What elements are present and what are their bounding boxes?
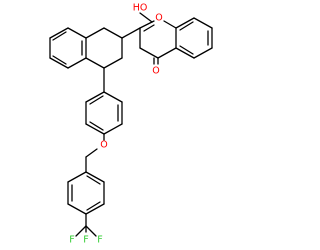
bond	[179, 45, 194, 55]
bond	[75, 225, 87, 237]
coumarin-benzo-ring	[175, 17, 213, 59]
bond	[85, 123, 105, 135]
bond	[85, 171, 105, 183]
ether-oxygen-label: O	[100, 140, 107, 151]
tetralin-saturated-ring	[85, 27, 123, 69]
bond	[103, 91, 123, 103]
bond	[67, 57, 87, 69]
bond	[49, 57, 69, 69]
bond	[143, 24, 155, 32]
bond	[103, 57, 123, 69]
bond	[52, 31, 67, 41]
bond	[175, 47, 195, 59]
bond	[193, 47, 213, 59]
bond	[52, 55, 67, 65]
bond	[85, 203, 105, 215]
bond	[85, 148, 98, 158]
bond	[103, 27, 123, 39]
fluorine-label-right: F	[97, 235, 102, 246]
bond	[85, 27, 105, 39]
molecule-canvas: HO O O O F F F	[49, 3, 213, 246]
bond	[175, 17, 195, 29]
bond	[67, 203, 87, 215]
bond	[86, 201, 101, 211]
bond	[89, 95, 104, 105]
bond	[67, 27, 87, 39]
coumarin-pyranone-ring	[139, 12, 177, 65]
bond	[67, 171, 87, 183]
bond	[103, 123, 123, 135]
bond	[179, 21, 194, 31]
bond	[121, 27, 141, 39]
bond	[163, 20, 177, 29]
bond	[139, 12, 153, 23]
carbonyl-oxygen-label: O	[152, 66, 159, 77]
trifluoromethyl-group	[75, 213, 97, 237]
bond	[193, 17, 213, 29]
bond	[85, 91, 105, 103]
bond	[86, 175, 101, 185]
fluorine-label-center: F	[83, 235, 88, 246]
trifluoromethylphenyl-ring	[67, 171, 105, 215]
ring-oxygen-label: O	[155, 13, 162, 24]
bond	[157, 47, 177, 59]
fluorine-label-left: F	[69, 235, 74, 246]
phenoxy-benzene-ring	[85, 91, 123, 135]
bond	[139, 47, 159, 59]
bond	[49, 27, 69, 39]
bond	[85, 225, 97, 237]
bond	[89, 121, 104, 131]
bond	[139, 21, 153, 29]
tetralin-benzene-ring	[49, 27, 87, 69]
hydroxyl-label: HO	[133, 3, 148, 14]
molecule-structure: HO O O O F F F	[49, 3, 213, 246]
bond	[85, 57, 105, 69]
